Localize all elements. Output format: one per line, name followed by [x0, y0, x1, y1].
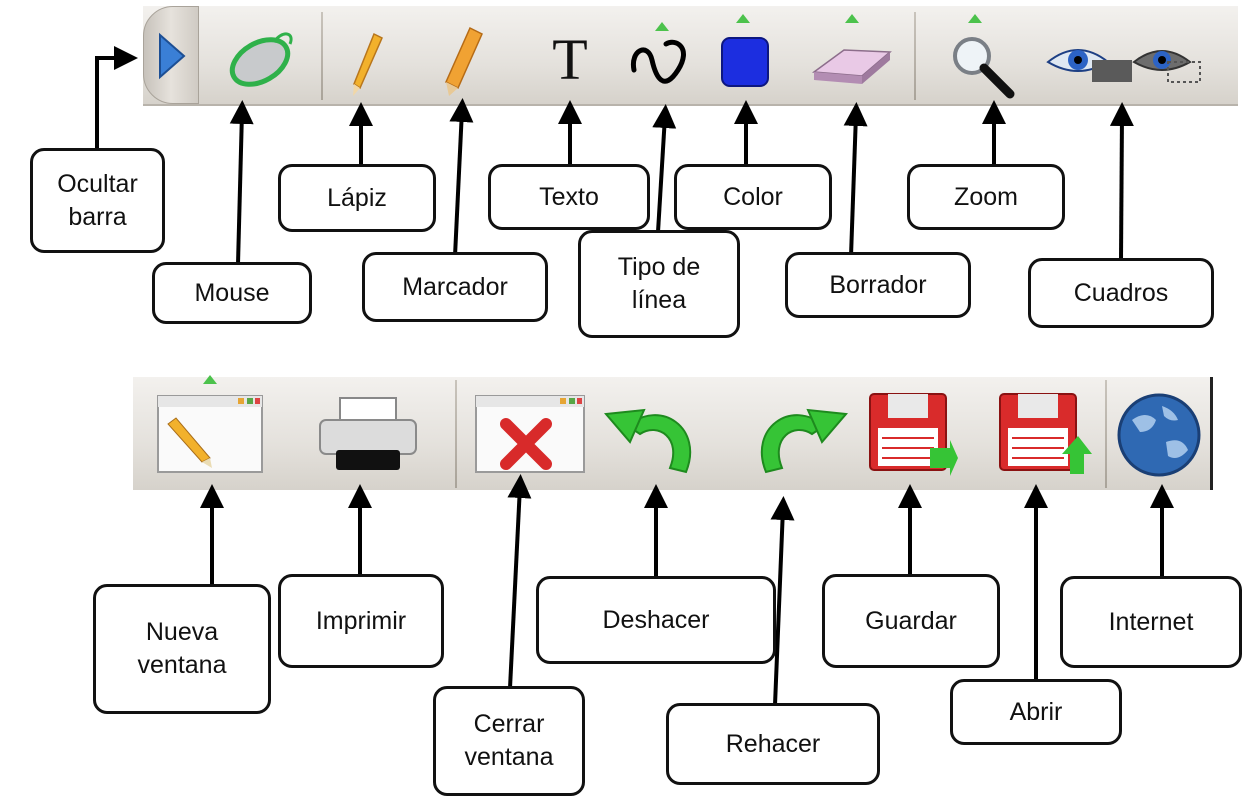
print-button[interactable] — [310, 392, 426, 476]
label-cerrar-ventana: Cerrar ventana — [433, 686, 585, 796]
redo-button[interactable] — [740, 388, 852, 480]
label-internet: Internet — [1060, 576, 1242, 668]
label-guardar: Guardar — [822, 574, 1000, 668]
hide-toolbar-button[interactable] — [143, 6, 199, 104]
save-button[interactable] — [864, 388, 960, 480]
pencil-icon — [353, 32, 383, 96]
internet-button[interactable] — [1112, 390, 1206, 480]
toolbar-separator — [321, 12, 323, 100]
mouse-icon — [229, 32, 293, 87]
redo-arrow-icon — [760, 408, 848, 474]
toolbar-separator — [1105, 380, 1107, 488]
label-tipo-de-linea: Tipo de línea — [578, 230, 740, 338]
curve-line-icon — [630, 39, 686, 84]
mouse-button[interactable] — [220, 24, 302, 90]
label-nueva-ventana: Nueva ventana — [93, 584, 271, 714]
label-ocultar-barra: Ocultar barra — [30, 148, 165, 253]
text-icon: T — [552, 27, 588, 92]
color-square-icon — [721, 37, 769, 87]
label-deshacer: Deshacer — [536, 576, 776, 664]
label-imprimir: Imprimir — [278, 574, 444, 668]
label-rehacer: Rehacer — [666, 703, 880, 785]
label-cuadros: Cuadros — [1028, 258, 1214, 328]
text-button[interactable]: T — [540, 30, 600, 90]
new-window-button[interactable] — [152, 388, 272, 480]
boxes-button[interactable] — [1042, 34, 1212, 94]
marker-button[interactable] — [440, 24, 486, 98]
dropdown-indicator — [736, 14, 750, 23]
eraser-icon — [811, 49, 892, 84]
open-button[interactable] — [994, 388, 1094, 480]
label-texto: Texto — [488, 164, 650, 230]
save-disk-icon — [869, 393, 958, 476]
undo-arrow-icon — [604, 408, 692, 474]
dropdown-indicator — [203, 375, 217, 384]
globe-icon — [1117, 393, 1201, 477]
pencil-button[interactable] — [346, 28, 386, 98]
close-window-icon — [475, 395, 585, 473]
zoom-button[interactable] — [946, 30, 1026, 102]
label-lapiz: Lápiz — [278, 164, 436, 232]
label-abrir: Abrir — [950, 679, 1122, 745]
undo-button[interactable] — [600, 388, 712, 480]
color-button[interactable] — [718, 34, 772, 90]
label-borrador: Borrador — [785, 252, 971, 318]
eye-boxes-icon — [1046, 49, 1201, 83]
dropdown-indicator — [845, 14, 859, 23]
toolbar-separator — [455, 380, 457, 488]
eraser-button[interactable] — [808, 40, 894, 90]
toolbar-separator — [914, 12, 916, 100]
new-window-icon — [157, 395, 263, 473]
marker-icon — [445, 26, 483, 96]
label-mouse: Mouse — [152, 262, 312, 324]
label-color: Color — [674, 164, 832, 230]
label-zoom: Zoom — [907, 164, 1065, 230]
line-type-button[interactable] — [626, 30, 692, 96]
triangle-right-icon — [159, 32, 186, 80]
close-window-button[interactable] — [470, 388, 592, 480]
label-marcador: Marcador — [362, 252, 548, 322]
dropdown-indicator — [655, 22, 669, 31]
dropdown-indicator — [968, 14, 982, 23]
magnifier-icon — [953, 37, 1015, 99]
printer-icon — [319, 397, 417, 470]
open-disk-icon — [999, 393, 1092, 474]
